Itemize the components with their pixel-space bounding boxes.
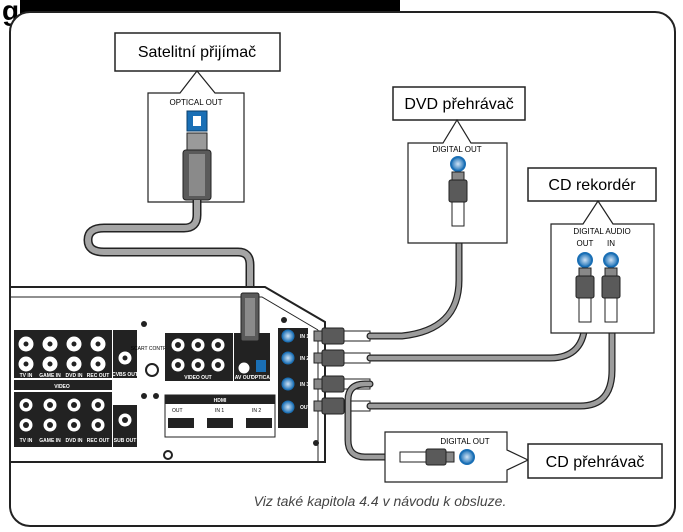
footnote-caption: Viz také kapitola 4.4 v návodu k obsluze… <box>254 493 507 509</box>
bottom-label-game-in: GAME IN <box>39 438 61 444</box>
cd-recorder-label: CD rekordér <box>548 177 636 194</box>
coax-out-label: OUT <box>300 405 311 411</box>
cd-recorder-in-label: IN <box>607 239 615 248</box>
satellite-label: Satelitní přijímač <box>138 44 256 61</box>
hdmi-out-label: OUT <box>172 408 183 414</box>
cd-recorder-out-label: OUT <box>577 239 594 248</box>
top-label-tv-in: TV IN <box>20 373 33 379</box>
coax-out-jack-icon <box>281 400 295 414</box>
bottom-label-sub-out: SUB OUT <box>114 438 137 444</box>
cd-player-panel <box>384 431 530 483</box>
cd-player-label: CD přehrávač <box>546 454 645 471</box>
top-label-game-in: GAME IN <box>39 373 61 379</box>
hdmi-label: HDMI <box>214 398 227 404</box>
hdmi-in2-label: IN 2 <box>252 408 261 414</box>
receiver-optical-jack-icon <box>256 360 266 372</box>
dvd-digital-out-jack-icon <box>450 156 466 172</box>
dvd-port-label: DIGITAL OUT <box>432 145 481 154</box>
bottom-label-rec-out: REC OUT <box>87 438 110 444</box>
receiver-back-panel: TV IN GAME IN DVD IN REC OUT CVBS OUT VI… <box>9 286 326 463</box>
section-video-label: VIDEO <box>54 384 70 390</box>
cd-recorder-port-label: DIGITAL AUDIO <box>573 227 630 236</box>
av-out-label: AV OUT <box>235 375 254 381</box>
dvd-label: DVD přehrávač <box>404 96 513 113</box>
satellite-label-box <box>114 32 281 72</box>
bottom-label-dvd-in: DVD IN <box>66 438 83 444</box>
coax-in2-label: IN 2 <box>300 356 309 362</box>
top-label-rec-out: REC OUT <box>87 373 110 379</box>
cd-player-digital-out-jack-icon <box>459 449 475 465</box>
cd-recorder-device: CD rekordér DIGITAL AUDIO OUT IN <box>527 167 657 334</box>
cd-player-label-box <box>527 443 663 479</box>
hdmi-out-port-icon <box>168 418 194 428</box>
satellite-device: Satelitní přijímač OPTICAL OUT <box>114 32 281 203</box>
cd-recorder-in-jack-icon <box>603 252 619 268</box>
coax-in3-label: IN 3 <box>300 382 309 388</box>
coax-cables <box>344 221 616 461</box>
cd-player-port-label: DIGITAL OUT <box>440 437 489 446</box>
hdmi-in1-label: IN 1 <box>215 408 224 414</box>
dvd-device: DVD přehrávač DIGITAL OUT <box>392 86 526 244</box>
coax-in1-label: IN 1 <box>300 334 309 340</box>
dvd-label-box <box>392 86 526 121</box>
cd-recorder-label-box <box>527 167 657 202</box>
scart-jack-icon <box>145 363 159 377</box>
cd-recorder-out-jack-icon <box>577 252 593 268</box>
satellite-port-label: OPTICAL OUT <box>169 98 222 107</box>
bottom-label-tv-in: TV IN <box>20 438 33 444</box>
coax-in2-jack-icon <box>281 351 295 365</box>
cd-recorder-panel <box>550 199 655 334</box>
coax-in1-jack-icon <box>281 329 295 343</box>
hdmi-in2-port-icon <box>246 418 272 428</box>
coax-block <box>278 328 308 428</box>
scart-control-label: SCART CONTROL <box>131 346 174 352</box>
video-out-label: VIDEO OUT <box>184 375 212 381</box>
optical-label: OPTICAL <box>251 375 273 381</box>
hdmi-in1-port-icon <box>207 418 233 428</box>
top-label-dvd-in: DVD IN <box>66 373 83 379</box>
coax-in3-jack-icon <box>281 377 295 391</box>
top-label-cvbs-out: CVBS OUT <box>112 372 138 378</box>
cd-player-device: DIGITAL OUT CD přehrávač <box>384 431 663 483</box>
